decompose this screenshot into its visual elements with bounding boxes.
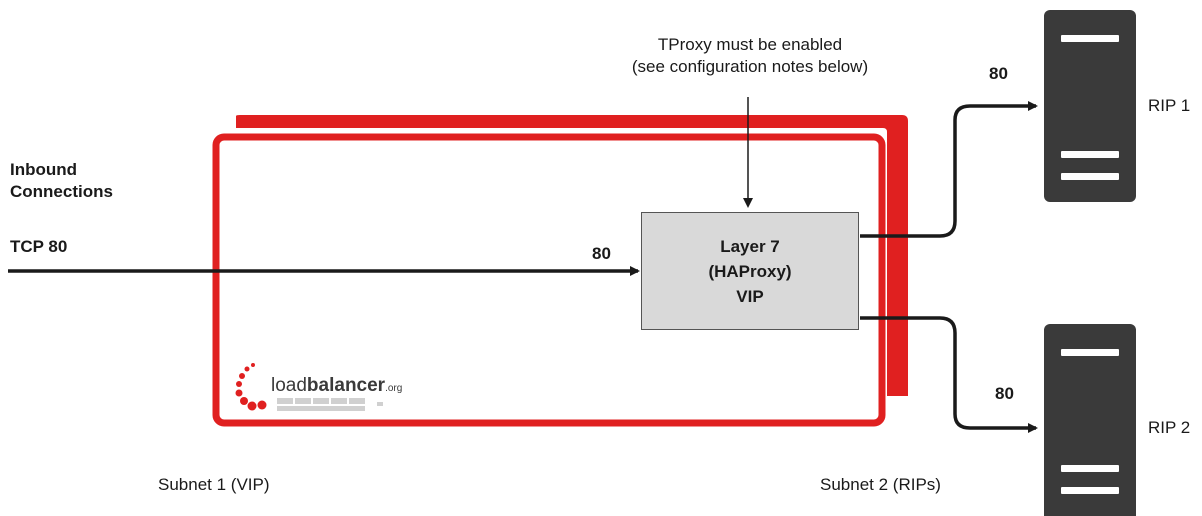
- rip1-connection-arrow: [860, 101, 1038, 238]
- appliance-front-frame: [212, 133, 886, 427]
- server-rip1-icon: [1044, 10, 1136, 202]
- server-rip2-label: RIP 2: [1148, 418, 1191, 437]
- logo-text-bold: balancer: [306, 375, 386, 396]
- tproxy-note-line2: (see configuration notes below): [631, 57, 869, 76]
- vip-line3: VIP: [736, 286, 764, 306]
- logo-text-light: load: [271, 375, 307, 396]
- rip1-port-label: 80: [989, 64, 1008, 83]
- logo-appliance-graphic: [277, 398, 383, 411]
- vip-box: Layer 7 (HAProxy) VIP: [641, 212, 859, 330]
- server-rip1-label: RIP 1: [1148, 96, 1191, 115]
- inbound-label-line1: Inbound: [10, 160, 78, 179]
- inbound-label: Inbound Connections: [10, 159, 113, 203]
- tproxy-note-line1: TProxy must be enabled: [657, 35, 843, 54]
- logo-suffix: .org: [385, 383, 403, 394]
- subnet-vip-label: Subnet 1 (VIP): [158, 475, 270, 494]
- inbound-label-line2: Connections: [10, 182, 113, 201]
- subnet-rips-label: Subnet 2 (RIPs): [820, 475, 941, 494]
- vip-line1: Layer 7: [720, 236, 780, 256]
- rip2-port-label: 80: [995, 384, 1014, 403]
- protocol-label: TCP 80: [10, 237, 68, 256]
- rip2-connection-arrow: [860, 316, 1038, 433]
- server-rip2-icon: [1044, 324, 1136, 516]
- tproxy-note: TProxy must be enabled (see configuratio…: [600, 34, 900, 78]
- inbound-port-label: 80: [592, 244, 611, 263]
- vip-line2: (HAProxy): [708, 261, 792, 281]
- logo-dots: [235, 363, 267, 411]
- loadbalancer-logo: loadbalancer.org: [271, 375, 402, 397]
